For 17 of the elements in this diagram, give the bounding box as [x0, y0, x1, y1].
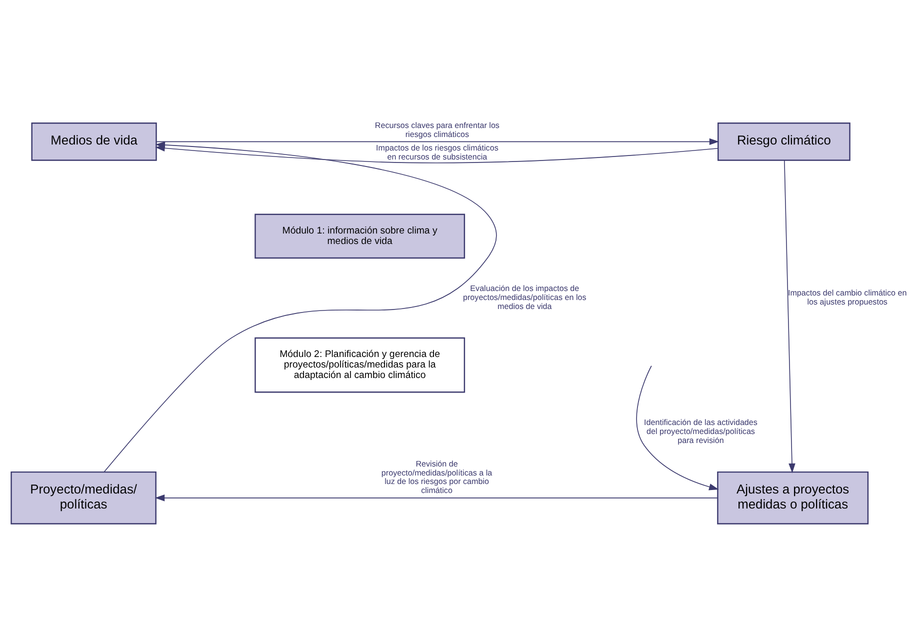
arrow: [156, 138, 720, 145]
edge-label: Recursos claves para enfrentar los riesgos climáticos: [374, 120, 500, 138]
node-box: Proyecto/medidas/ políticas: [10, 470, 156, 524]
arrow: [104, 141, 497, 472]
arrow: [154, 494, 718, 501]
edge-label: Evaluación de los impactos de proyectos/medidas/políticas en los medios de vida: [463, 284, 586, 310]
edge-label: Identificación de las actividades del proyecto/medidas/políticas para revisión: [644, 418, 758, 444]
edge-label: Impactos del cambio climático en los ajustes propuestos: [788, 288, 907, 306]
arrow: [784, 159, 796, 473]
node-box: Riesgo climático: [718, 122, 850, 160]
arrow: [636, 364, 719, 490]
node-box: Módulo 2: Planificación y gerencia de proyectos/políticas/medidas para la adaptación al cambio climático: [254, 336, 466, 392]
edge-label: Revisión de proyecto/medidas/políticas a la luz de los riesgos por cambio climático: [381, 458, 492, 495]
node-box: Ajustes a proyectos medidas o políticas: [717, 470, 869, 524]
node-box: Medios de vida: [31, 122, 157, 160]
node-box: Módulo 1: información sobre clima y medios de vida: [254, 213, 466, 258]
edge-label: Impactos de los riesgos climáticos en recursos de subsistencia: [376, 143, 498, 161]
